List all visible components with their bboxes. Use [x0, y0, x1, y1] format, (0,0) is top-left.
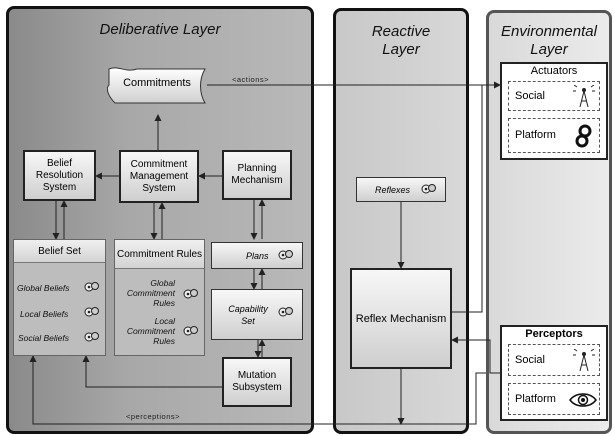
- actuators-panel: Actuators Social Platform: [500, 62, 608, 160]
- actuators-title: Actuators: [530, 65, 578, 77]
- actuator-platform-label: Platform: [515, 129, 556, 141]
- commitment-rules-title: Commitment Rules: [115, 240, 204, 269]
- perceptor-social: Social: [508, 344, 600, 376]
- global-commitment-rules-label: Global Commitment Rules: [126, 278, 175, 308]
- antenna-icon: [573, 85, 595, 108]
- social-beliefs-label: Social Beliefs: [18, 333, 70, 343]
- plans: Plans: [211, 242, 303, 269]
- commitment-rules-panel: Commitment Rules Global Commitment Rules…: [114, 239, 205, 356]
- belief-set-panel: Belief Set Global Beliefs Local Beliefs …: [13, 239, 106, 356]
- reflex-mechanism: Reflex Mechanism: [350, 268, 452, 369]
- actions-label: <actions>: [232, 75, 270, 84]
- capability-set-label: Capability Set: [228, 303, 268, 326]
- perceptor-social-label: Social: [515, 354, 545, 366]
- reactive-layer-title: Reactive Layer: [371, 23, 431, 58]
- gear-icon: [84, 282, 99, 292]
- deliberative-layer-title: Deliberative Layer: [99, 21, 221, 38]
- local-beliefs-label: Local Beliefs: [20, 309, 69, 319]
- gear-icon: [278, 307, 293, 317]
- belief-set-title: Belief Set: [14, 240, 105, 263]
- gears-icon: [575, 124, 592, 148]
- commitments: Commitments: [123, 77, 191, 89]
- actuator-platform: Platform: [508, 118, 600, 153]
- gear-icon: [183, 326, 198, 336]
- gear-icon: [421, 184, 436, 194]
- gear-icon: [84, 307, 99, 317]
- reflexes-label: Reflexes: [375, 184, 411, 195]
- perceptions-label: <perceptions>: [126, 412, 181, 421]
- plans-label: Plans: [246, 250, 269, 261]
- local-commitment-rules-label: Local Commitment Rules: [126, 316, 175, 346]
- commitments-shape: [107, 67, 206, 104]
- gear-icon: [278, 250, 293, 260]
- planning-mechanism: Planning Mechanism: [222, 150, 292, 200]
- eye-icon: [569, 393, 597, 407]
- antenna-icon: [573, 349, 595, 372]
- actuator-social-label: Social: [515, 90, 545, 102]
- gear-icon: [84, 332, 99, 342]
- actuator-social: Social: [508, 81, 600, 111]
- perceptors-title: Perceptors: [525, 328, 583, 340]
- environmental-layer-title: Environmental Layer: [501, 23, 597, 58]
- gear-icon: [183, 289, 198, 299]
- perceptor-platform-label: Platform: [515, 393, 556, 405]
- global-beliefs-label: Global Beliefs: [17, 283, 70, 293]
- perceptor-platform: Platform: [508, 383, 600, 415]
- belief-resolution-system: Belief Resolution System: [23, 150, 96, 201]
- perceptors-panel: Perceptors Social Platform: [500, 325, 608, 421]
- commitment-management-system: Commitment Management System: [119, 150, 199, 203]
- mutation-subsystem: Mutation Subsystem: [222, 357, 292, 407]
